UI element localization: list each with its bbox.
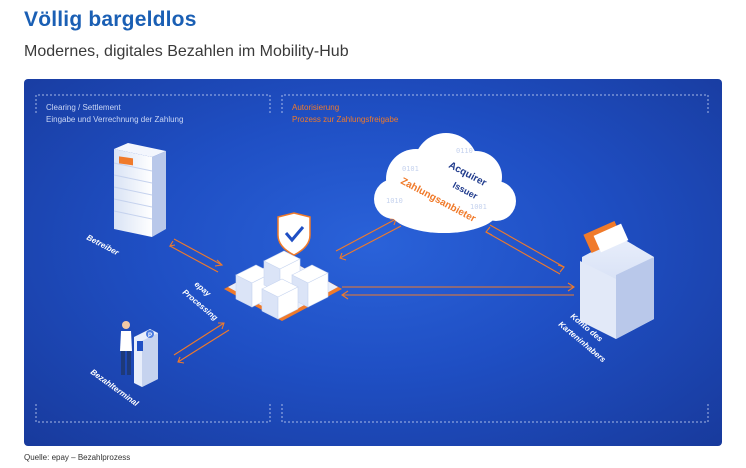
authorization-zone-border <box>281 94 709 423</box>
authorization-zone-subtitle: Prozess zur Zahlungsfreigabe <box>292 115 399 124</box>
operator-label: Betreiber <box>85 233 121 258</box>
authorization-zone-title: Autorisierung <box>292 103 339 112</box>
clearing-zone-subtitle: Eingabe und Verrechnung der Zahlung <box>46 115 183 124</box>
shield-check-icon <box>277 212 311 256</box>
card-white <box>593 223 629 253</box>
payment-terminal-icon: P <box>134 329 158 387</box>
diagram-canvas: Clearing / Settlement Eingabe und Verrec… <box>35 94 709 423</box>
clearing-zone-title: Clearing / Settlement <box>46 103 121 112</box>
operator-building-icon <box>113 143 166 237</box>
terminal-sign: P <box>148 333 152 339</box>
svg-text:0110: 0110 <box>456 147 473 155</box>
wallet-icon <box>580 220 654 339</box>
connection-arrows <box>168 218 575 364</box>
svg-text:1001: 1001 <box>470 203 487 211</box>
source-note: Quelle: epay – Bezahlprozess <box>24 453 131 462</box>
svg-text:0101: 0101 <box>402 165 419 173</box>
person-icon <box>120 321 132 375</box>
diagram-panel: Clearing / Settlement Eingabe und Verrec… <box>24 79 722 446</box>
terminal-label: Bezahlterminal <box>89 367 141 408</box>
processing-hub-icon <box>224 212 342 321</box>
clearing-zone-border <box>35 94 271 423</box>
svg-text:1010: 1010 <box>386 197 403 205</box>
processing-label-line2: Processing <box>181 288 220 323</box>
page-title: Völlig bargeldlos <box>24 8 197 31</box>
cloud-icon: 0101 0110 1001 1010 <box>374 133 516 233</box>
page-subtitle: Modernes, digitales Bezahlen im Mobility… <box>24 43 349 60</box>
operator-sign <box>119 156 133 166</box>
